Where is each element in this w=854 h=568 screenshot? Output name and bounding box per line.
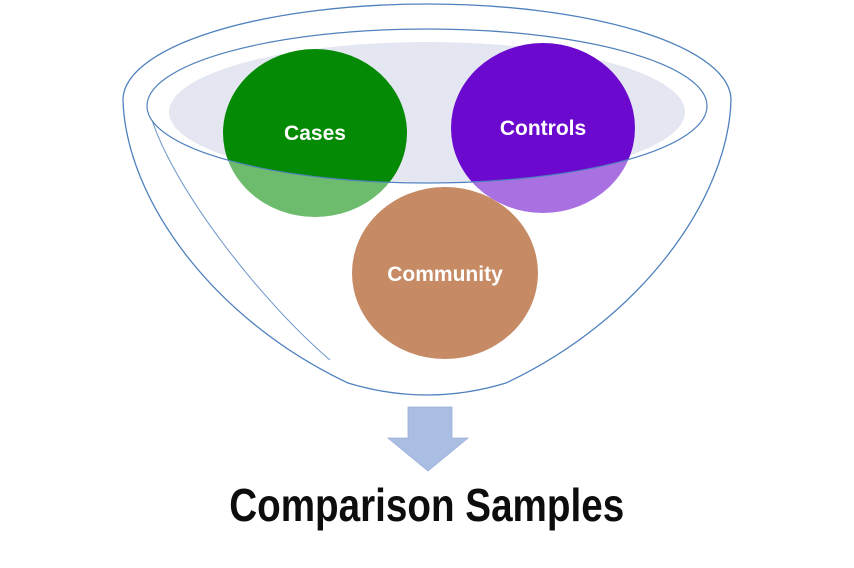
funnel-inner-wall-line bbox=[151, 119, 331, 361]
cases-label: Cases bbox=[284, 122, 346, 145]
community-label: Community bbox=[387, 263, 503, 286]
funnel-inner-rim bbox=[146, 28, 708, 184]
controls-label: Controls bbox=[500, 117, 586, 140]
funnel-outline bbox=[122, 3, 732, 396]
community-circle bbox=[352, 187, 538, 359]
down-arrow-icon bbox=[386, 406, 470, 472]
controls-circle bbox=[451, 43, 635, 213]
cases-circle bbox=[223, 49, 407, 217]
diagram-title: Comparison Samples bbox=[229, 480, 624, 531]
glass-overlay bbox=[147, 106, 707, 232]
